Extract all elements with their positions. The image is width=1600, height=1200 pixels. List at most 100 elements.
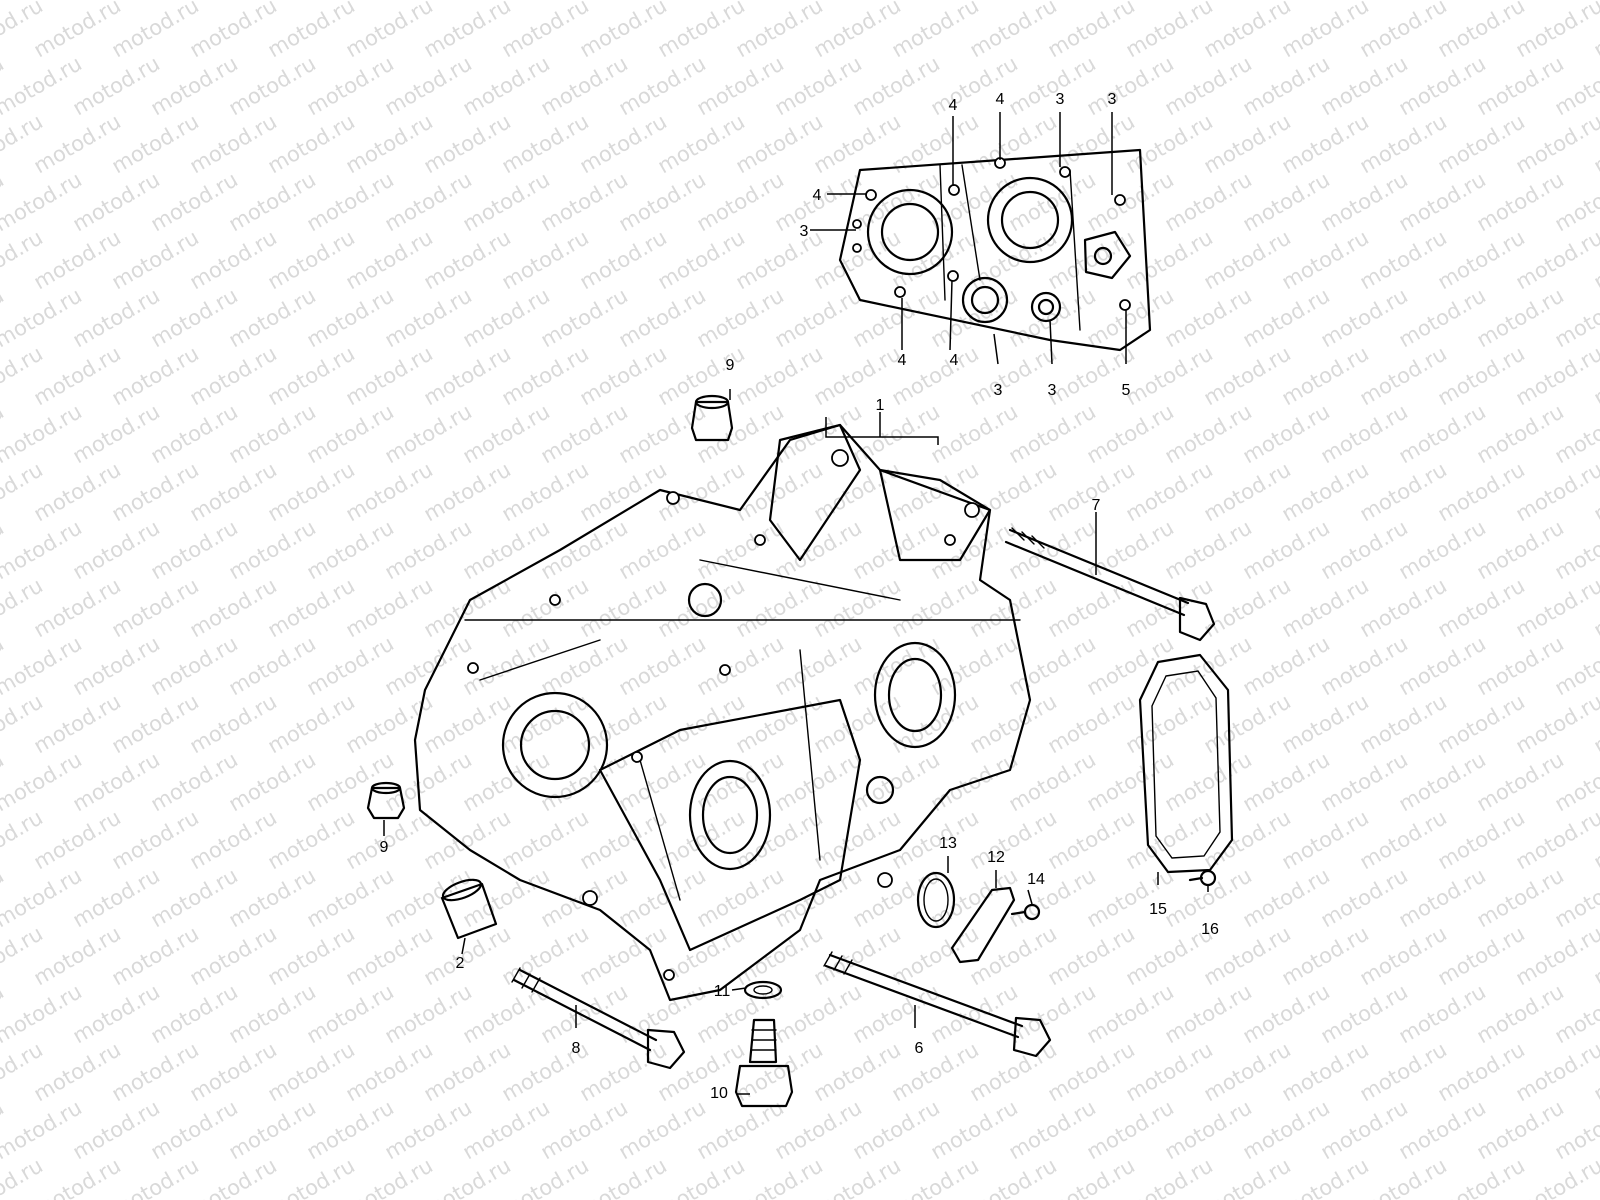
watermark-text: motod.ru (498, 457, 593, 526)
watermark-text: motod.ru (1356, 1037, 1451, 1106)
watermark-text: motod.ru (693, 863, 788, 932)
watermark-text: motod.ru (342, 573, 437, 642)
watermark-text: motod.ru (1044, 457, 1139, 526)
watermark-text: motod.ru (303, 1095, 398, 1164)
watermark-text: motod.ru (108, 225, 203, 294)
watermark-text: motod.ru (1473, 399, 1568, 468)
watermark-text: motod.ru (342, 341, 437, 410)
watermark-text: motod.ru (303, 747, 398, 816)
watermark-text: motod.ru (1005, 1095, 1100, 1164)
watermark-text: motod.ru (1122, 109, 1217, 178)
watermark-text: motod.ru (264, 225, 359, 294)
watermark-text: motod.ru (264, 805, 359, 874)
watermark-text: motod.ru (303, 631, 398, 700)
watermark-text: motod.ru (1317, 283, 1412, 352)
watermark-text: motod.ru (264, 1037, 359, 1106)
watermark-text: motod.ru (420, 921, 515, 990)
watermark-text: motod.ru (108, 921, 203, 990)
watermark-text: motod.ru (732, 109, 827, 178)
watermark-text: motod.ru (1317, 1095, 1412, 1164)
watermark-text: motod.ru (1434, 1037, 1529, 1106)
watermark-text: motod.ru (1161, 167, 1256, 236)
watermark-text: motod.ru (30, 341, 125, 410)
screw-16 (1188, 869, 1217, 887)
watermark-text: motod.ru (225, 631, 320, 700)
watermark-text: motod.ru (849, 515, 944, 584)
watermark-text: motod.ru (771, 515, 866, 584)
watermark-text: motod.ru (1356, 921, 1451, 990)
watermark-text: motod.ru (69, 51, 164, 120)
watermark-text: motod.ru (147, 167, 242, 236)
watermark-text: motod.ru (1278, 341, 1373, 410)
watermark-text: motod.ru (654, 109, 749, 178)
watermark-text: motod.ru (1317, 51, 1412, 120)
watermark-text: motod.ru (615, 863, 710, 932)
watermark-text: motod.ru (1395, 979, 1490, 1048)
watermark-text: motod.ru (186, 689, 281, 758)
watermark-text: motod.ru (966, 109, 1061, 178)
watermark-text: motod.ru (30, 457, 125, 526)
watermark-text: motod.ru (0, 283, 86, 352)
watermark-text: motod.ru (732, 341, 827, 410)
watermark-text: motod.ru (1317, 747, 1412, 816)
callout-4b: 4 (996, 91, 1005, 108)
watermark-text: motod.ru (1434, 457, 1529, 526)
watermark-text: motod.ru (0, 631, 86, 700)
watermark-text: motod.ru (849, 167, 944, 236)
watermark-text: motod.ru (888, 1037, 983, 1106)
watermark-text: motod.ru (810, 573, 905, 642)
watermark-text: motod.ru (1278, 689, 1373, 758)
watermark-text: motod.ru (537, 1095, 632, 1164)
watermark-text: motod.ru (69, 863, 164, 932)
watermark-text: motod.ru (1278, 1037, 1373, 1106)
watermark-text: motod.ru (927, 515, 1022, 584)
watermark-text: motod.ru (615, 747, 710, 816)
watermark-text: motod.ru (1122, 341, 1217, 410)
callout-1: 1 (876, 397, 885, 414)
watermark-text: motod.ru (186, 805, 281, 874)
watermark-text: motod.ru (1083, 631, 1178, 700)
watermark-text: motod.ru (303, 51, 398, 120)
watermark-text: motod.ru (186, 921, 281, 990)
watermark-text: motod.ru (0, 399, 86, 468)
watermark-text: motod.ru (966, 805, 1061, 874)
watermark-text: motod.ru (108, 689, 203, 758)
watermark-text: motod.ru (381, 1095, 476, 1164)
watermark-text: motod.ru (381, 979, 476, 1048)
watermark-text: motod.ru (849, 747, 944, 816)
watermark-text: motod.ru (1434, 109, 1529, 178)
watermark-text: motod.ru (1005, 863, 1100, 932)
watermark-text: motod.ru (381, 283, 476, 352)
watermark-text: motod.ru (537, 515, 632, 584)
watermark-text: motod.ru (186, 1037, 281, 1106)
watermark-text: motod.ru (1434, 805, 1529, 874)
watermark-text: motod.ru (1317, 979, 1412, 1048)
watermark-text: motod.ru (264, 689, 359, 758)
watermark-text: motod.ru (732, 573, 827, 642)
watermark-text: motod.ru (693, 631, 788, 700)
watermark-text: motod.ru (1395, 167, 1490, 236)
watermark-text: motod.ru (732, 457, 827, 526)
watermark-text: motod.ru (1044, 109, 1139, 178)
watermark-text: motod.ru (498, 109, 593, 178)
watermark-text: motod.ru (1200, 457, 1295, 526)
watermark-text: motod.ru (459, 167, 554, 236)
watermark-text: motod.ru (732, 1037, 827, 1106)
watermark-text: motod.ru (927, 399, 1022, 468)
watermark-text: motod.ru (654, 805, 749, 874)
watermark-text: motod.ru (654, 689, 749, 758)
callout-11: 11 (714, 983, 731, 1000)
callout-3a: 3 (1056, 91, 1065, 108)
watermark-text: motod.ru (459, 1095, 554, 1164)
watermark-text: motod.ru (108, 805, 203, 874)
watermark-text: motod.ru (537, 283, 632, 352)
watermark-text: motod.ru (420, 341, 515, 410)
watermark-text: motod.ru (849, 399, 944, 468)
watermark-text: motod.ru (1161, 747, 1256, 816)
watermark-text: motod.ru (420, 805, 515, 874)
watermark-text: motod.ru (147, 747, 242, 816)
callout-10: 10 (710, 1085, 728, 1102)
watermark-text: motod.ru (30, 689, 125, 758)
watermark-text: motod.ru (654, 341, 749, 410)
bolt-6 (823, 951, 1052, 1058)
